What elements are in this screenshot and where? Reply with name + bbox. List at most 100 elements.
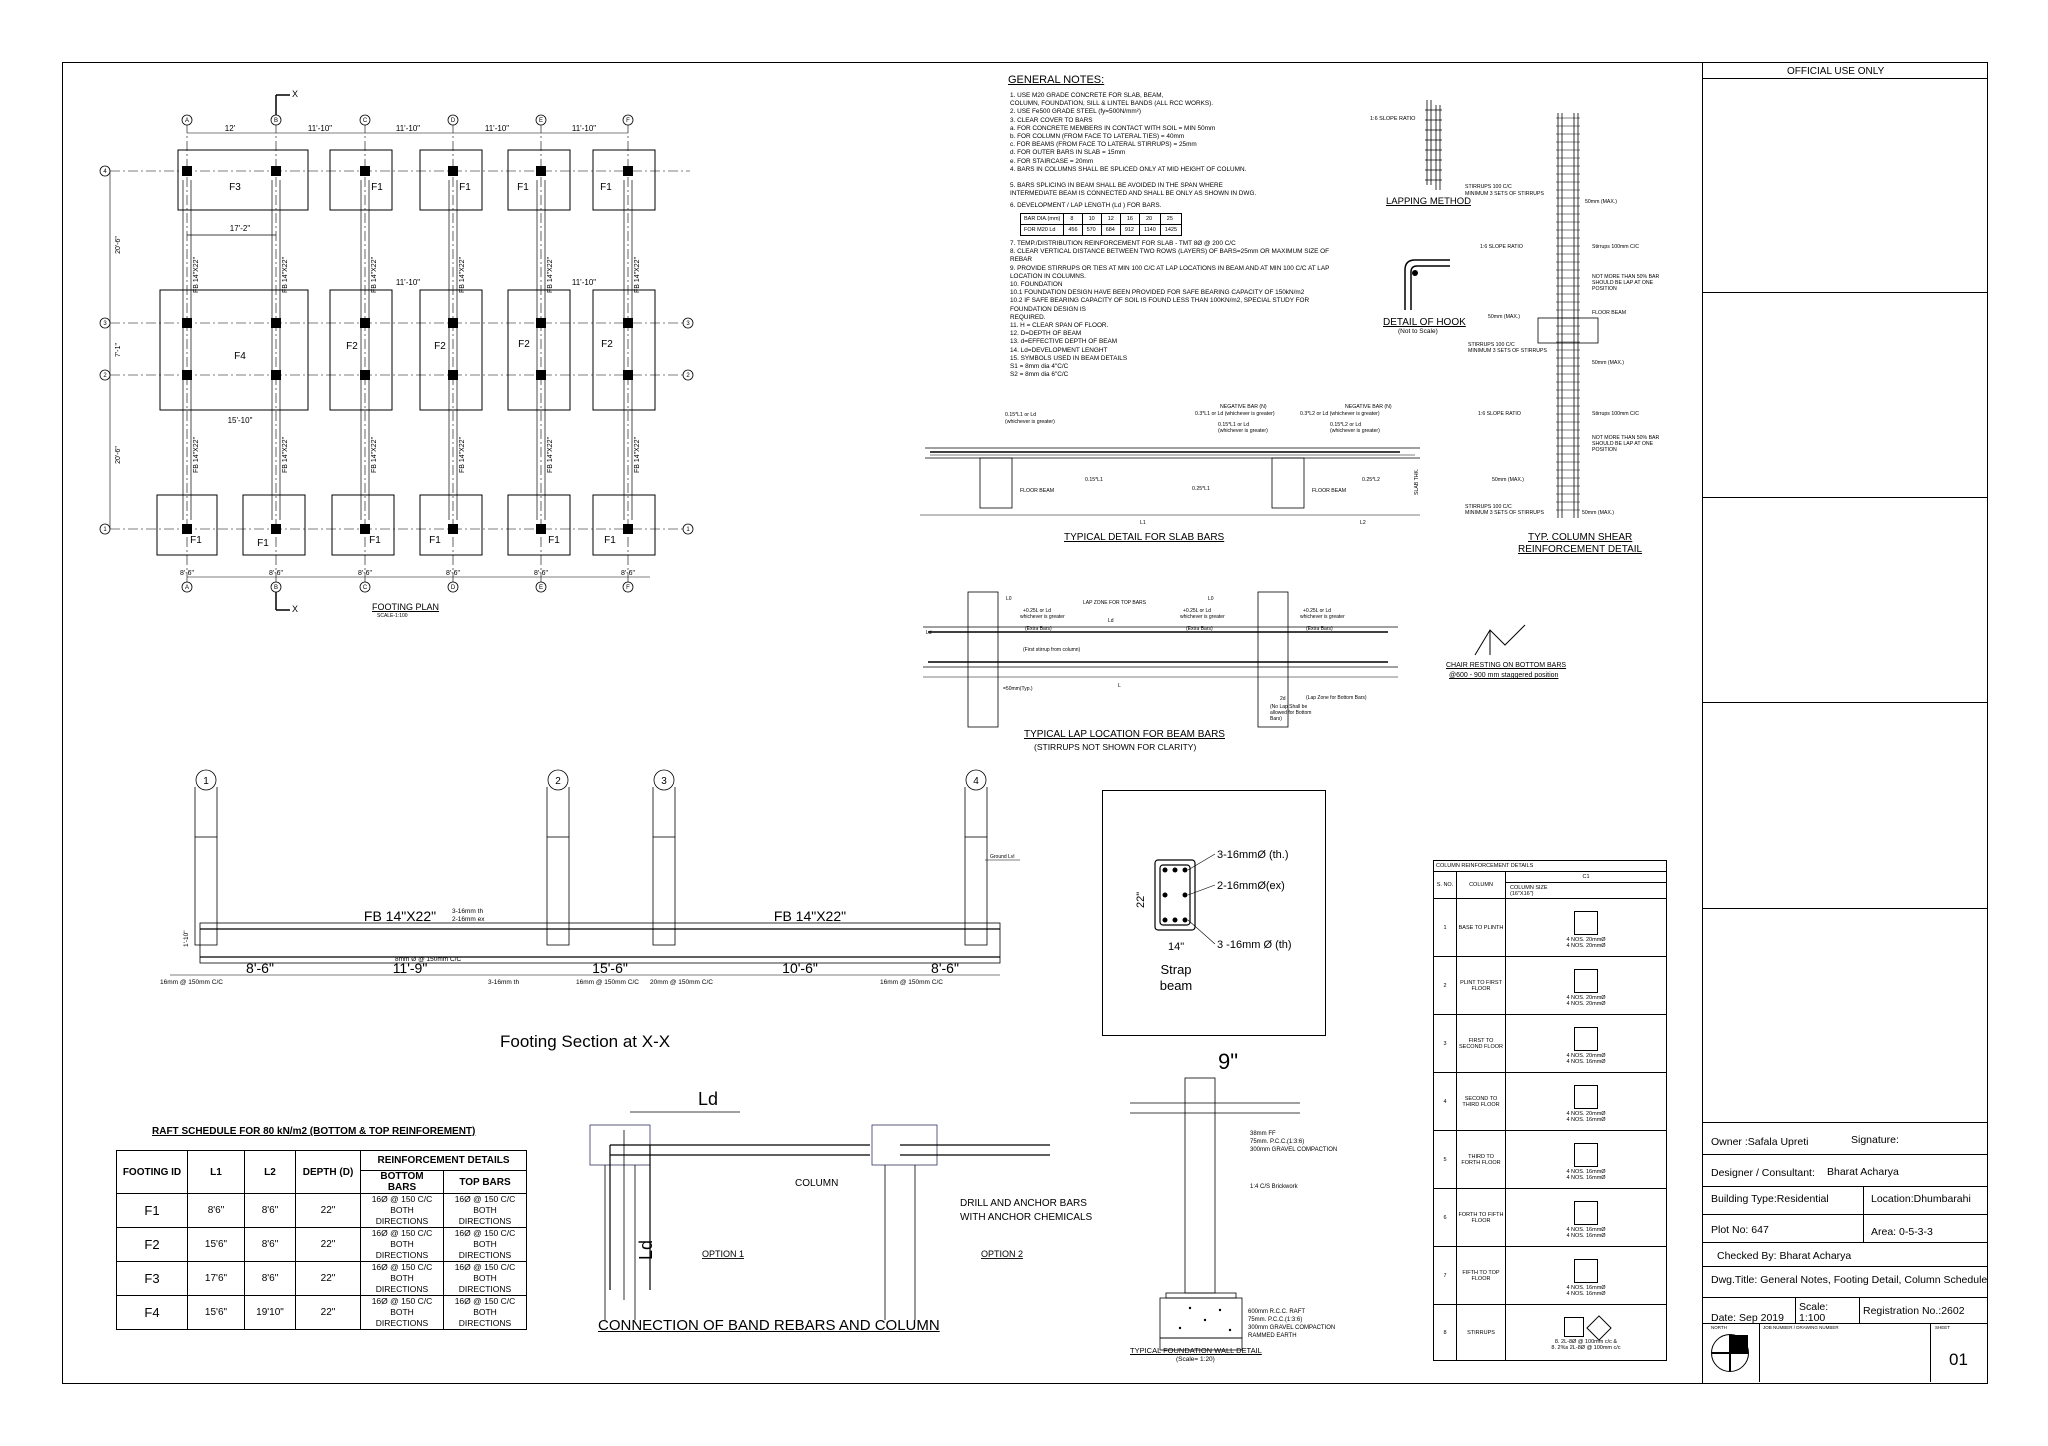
col-bars-1: 8. 2L-8Ø @ 100mm c/c & [1554,1339,1618,1345]
col-bars-2: 4 NOS. 16mmØ [1566,1174,1606,1181]
col-sched-head: S. NO. [1433,871,1457,899]
col-bars-2: 4 NOS. 16mmØ [1566,1290,1606,1297]
dim-inner-3: 11'-10" [572,278,596,287]
section-grid-3: 3 [661,776,667,787]
raft-header: TOP BARS [443,1170,527,1194]
col-shear-label: 50mm (MAX.) [1582,510,1614,516]
footing-section-title: Footing Section at X-X [500,1032,671,1051]
hook-detail-subtitle: (Not to Scale) [1398,328,1438,335]
col-bars-2: 4 NOS. 20mmØ [1566,942,1606,949]
slab-label: (whichever is greater) [1218,428,1268,434]
raft-cell: 19'10" [244,1295,296,1330]
slab-label: SLAB THK. [1414,469,1420,495]
note-line: 10. FOUNDATION [1010,281,1063,289]
section-bar-label: 8mm Ø @ 150mm C/C [395,956,461,963]
col-sched-size: COLUMN SIZE(16"X16") [1505,882,1667,899]
raft-cell: 16Ø @ 150 C/C BOTH DIRECTIONS [443,1227,527,1262]
footing-plan-title: FOOTING PLAN [372,602,440,612]
note-line: 1. USE M20 GRADE CONCRETE FOR SLAB, BEAM… [1010,92,1164,99]
beam-lap-label: (First stirrup from column) [1023,647,1081,653]
beam-label-b: FB 14"X22" [282,256,289,293]
raft-header: REINFORCEMENT DETAILS [360,1150,527,1171]
chair-drawing [1474,624,1526,656]
lapping-method-title: LAPPING METHOD [1386,196,1471,207]
slab-label: 0.25*L2 [1362,477,1380,483]
title-block: OFFICIAL USE ONLY Owner :Safala Upreti S… [1702,62,1988,1384]
grid-label-c: C [363,118,368,124]
col-bars-1: 4 NOS. 16mmØ [1566,1226,1606,1233]
tb-divider [1930,1323,1931,1382]
beam-lap-label: L0 [1006,596,1012,602]
col-size-val: (16"X16") [1510,890,1534,897]
raft-cell: 17'6" [187,1261,245,1296]
foundation-label: RAMMED EARTH [1248,1333,1297,1339]
tb-divider [1759,1323,1760,1382]
foundation-label: 75mm. P.C.C.(1:3:6) [1250,1139,1304,1145]
grid-label-3-right: 3 [686,321,690,327]
checked-by: Checked By: Bharat Acharya [1717,1250,1852,1262]
beam-lap-label: (Lap Zone for Bottom Bars) [1306,695,1367,701]
foundation-label: 600mm R.C.C. RAFT [1248,1309,1305,1315]
foundation-wall-scale: (Scale= 1:20) [1176,1356,1215,1363]
col-bar-icon [1574,968,1598,993]
col-bars-1: 4 NOS. 16mmØ [1566,1284,1606,1291]
hook-detail-title: DETAIL OF HOOK [1383,317,1466,328]
signature-label: Signature: [1851,1134,1899,1146]
section-bar-note: 3-16mm th [452,908,483,915]
beam-lap-label: whichever is greater [1300,614,1345,620]
col-row-floor: PLINT TO FIRST FLOOR [1456,956,1506,1015]
dim-top-2: 11'-10" [308,124,332,133]
slab-label: L2 [1360,520,1366,526]
slab-label: 0.25*L1 [1192,486,1210,492]
note-line: a. FOR CONCRETE MEMBERS IN CONTACT WITH … [1010,124,1216,132]
footing-plan: A B C D E F A B C D E F 4 3 2 1 3 2 1 12… [99,89,694,614]
beam-label-c: FB 14"X22" [371,256,378,293]
footing-f1-e4: F1 [517,182,529,193]
col-row-floor: FORTH TO FIFTH FLOOR [1456,1188,1506,1247]
col-row-n: 5 [1433,1130,1457,1189]
beam-lap-label: LAP ZONE FOR TOP BARS [1083,600,1147,606]
strap-title-2: beam [1160,978,1193,993]
beam-label-b-low: FB 14"X22" [282,436,289,473]
lap-cell: 8 [1063,212,1083,225]
dim-top-5: 11'-10" [572,124,596,133]
beam-label-a-low: FB 14"X22" [193,436,200,473]
lap-cell: 456 [1063,223,1083,237]
chair-subtitle: @600 - 900 mm staggered position [1449,672,1559,679]
grid-label-e: E [539,118,543,124]
footing-f1-d1: F1 [429,535,441,546]
strap-bar-label: 3 -16mm Ø (th) [1217,939,1292,951]
beam-lap-label: +0.25L or Ld [1023,608,1051,614]
slab-label: (whichever is greater) [1005,419,1055,425]
dim-inner-2: 11'-10" [396,278,420,287]
foundation-label: 300mm GRAVEL COMPACTION [1248,1325,1335,1331]
dim-bottom-5: 8'-6" [534,570,548,577]
drawing-title: Dwg.Title: General Notes, Footing Detail… [1711,1274,1988,1286]
slab-label: L1 [1140,520,1146,526]
connection-column-label: COLUMN [795,1178,838,1189]
beam-label-c-low: FB 14"X22" [371,436,378,473]
note-line: 8. CLEAR VERTICAL DISTANCE BETWEEN TWO R… [1010,248,1330,264]
section-depth: 1'-10" [183,930,190,947]
stirrup-icon [1564,1317,1584,1337]
col-shear-label: STIRRUPS 100 C/C [1465,184,1512,190]
note-line: 2. USE Fe500 GRADE STEEL (fy=500N/mm²) [1010,108,1141,116]
raft-cell: F1 [116,1193,188,1228]
strap-beam-drawing: 3-16mmØ (th.) 2-16mmØ(ex) 3 -16mm Ø (th)… [1135,849,1292,993]
foundation-label: 1:4 C/S Brickwork [1250,1184,1299,1190]
north-arrow-icon [1711,1334,1749,1372]
slab-detail-drawing: 0.15*L1 or Ld (whichever is greater) NEG… [920,404,1420,526]
hook-detail-drawing [1404,259,1450,310]
raft-schedule-table: FOOTING ID L1 L2 DEPTH (D) REINFORCEMENT… [116,1150,527,1330]
tb-divider [1859,1297,1860,1323]
foundation-label: 75mm. P.C.C.(1:3:6) [1248,1317,1302,1323]
connection-drill-1: DRILL AND ANCHOR BARS [960,1198,1087,1209]
section-grid-1: 1 [203,776,209,787]
col-row-floor: BASE TO PLINTH [1456,898,1506,957]
col-bar-icon [1574,910,1598,935]
beam-label-e-low: FB 14"X22" [547,436,554,473]
slab-label: 0.15*L2 or Ld [1330,422,1361,428]
section-grid-2: 2 [555,776,561,787]
